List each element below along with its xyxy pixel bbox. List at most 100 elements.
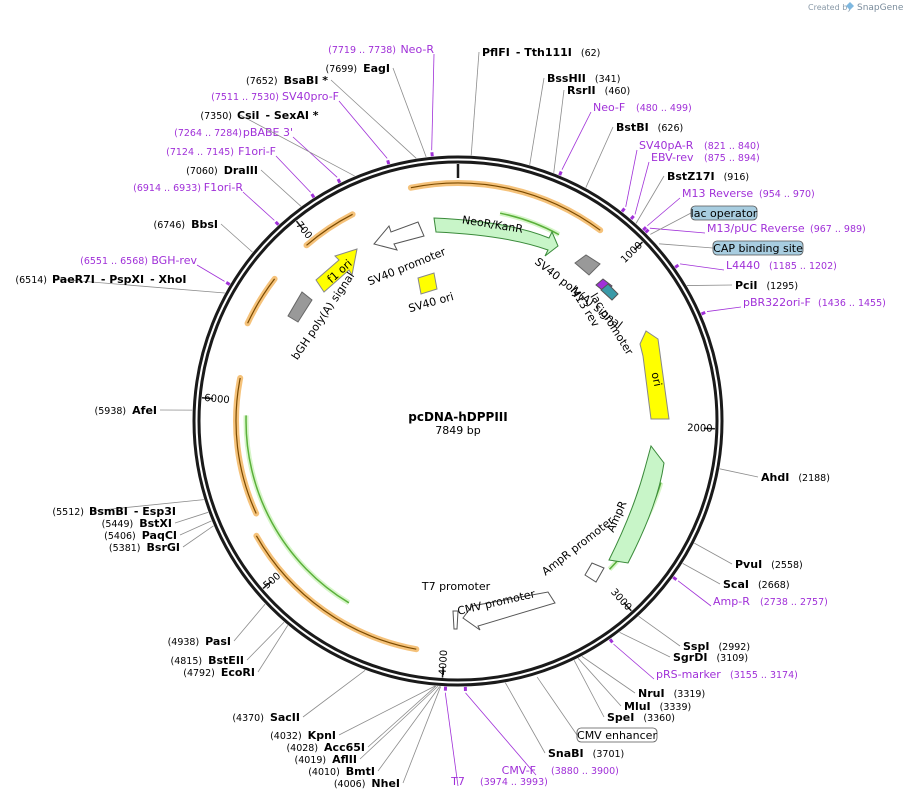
enzyme-label[interactable]: PasI bbox=[205, 635, 231, 648]
enzyme-position: (4006) bbox=[334, 779, 366, 790]
enzyme-label[interactable]: EcoRI bbox=[221, 666, 255, 679]
enzyme-label[interactable]: PvuI bbox=[735, 558, 762, 571]
enzyme-label[interactable]: AhdI bbox=[761, 471, 789, 484]
enzyme-label[interactable]: AflII bbox=[332, 753, 357, 766]
boxed-feature-label[interactable]: CMV enhancer bbox=[577, 729, 657, 742]
enzyme-leader-line bbox=[619, 631, 671, 658]
orf-arc-line bbox=[247, 278, 276, 324]
enzyme-position: (626) bbox=[658, 123, 684, 134]
primer-site-mark bbox=[620, 207, 626, 213]
primer-label[interactable]: Neo-R bbox=[400, 43, 434, 56]
primer-label[interactable]: BGH-rev bbox=[151, 254, 197, 267]
enzyme-label[interactable]: NheI bbox=[371, 777, 400, 790]
primer-label[interactable]: EBV-rev bbox=[651, 151, 694, 164]
enzyme-label[interactable]: BssHII bbox=[547, 72, 586, 85]
created-by-label: Created by bbox=[808, 3, 852, 12]
enzyme-position: (4370) bbox=[232, 713, 264, 724]
primer-site-mark bbox=[672, 576, 678, 581]
enzyme-position: (4815) bbox=[171, 656, 203, 667]
scale-tick bbox=[295, 220, 304, 231]
sv40-polya-box bbox=[574, 254, 601, 276]
enzyme-label[interactable]: MluI bbox=[624, 700, 651, 713]
enzyme-label[interactable]: - XhoI bbox=[150, 273, 186, 286]
scale-tick bbox=[634, 241, 643, 251]
enzyme-label[interactable]: SacII bbox=[270, 711, 300, 724]
enzyme-leader-line bbox=[260, 169, 302, 207]
enzyme-position: (4010) bbox=[308, 767, 340, 778]
enzyme-label[interactable]: ScaI bbox=[723, 578, 749, 591]
primer-label[interactable]: L4440 bbox=[726, 259, 760, 272]
primer-position: (7264 .. 7284) bbox=[174, 128, 242, 139]
enzyme-label[interactable]: BbsI bbox=[191, 218, 218, 231]
enzyme-label[interactable]: BstXI bbox=[139, 517, 172, 530]
enzyme-label[interactable]: KpnI bbox=[308, 729, 336, 742]
primer-label[interactable]: CMV-F bbox=[502, 764, 536, 777]
enzyme-label[interactable]: BsaBI * bbox=[284, 74, 329, 87]
enzyme-position: (2188) bbox=[798, 473, 830, 484]
enzyme-label[interactable]: PciI bbox=[735, 279, 757, 292]
enzyme-label[interactable]: BstEII bbox=[208, 654, 244, 667]
enzyme-label[interactable]: PaqCI bbox=[142, 529, 177, 542]
enzyme-label[interactable]: NruI bbox=[638, 687, 665, 700]
feature-label: SV40 ori bbox=[407, 290, 455, 315]
enzyme-label[interactable]: SspI bbox=[683, 640, 709, 653]
primer-label[interactable]: Amp-R bbox=[713, 595, 750, 608]
enzyme-label[interactable]: - Tth111I bbox=[516, 46, 572, 59]
enzyme-label[interactable]: - PspXI bbox=[101, 273, 144, 286]
primer-leader-line bbox=[679, 263, 725, 271]
primer-leader-line bbox=[338, 100, 388, 159]
enzyme-leader-line bbox=[179, 520, 212, 536]
boxed-feature-label[interactable]: CAP binding site bbox=[713, 242, 803, 255]
enzyme-label[interactable]: SnaBI bbox=[548, 747, 584, 760]
enzyme-position: (5512) bbox=[52, 507, 84, 518]
primer-label[interactable]: pRS-marker bbox=[656, 668, 721, 681]
enzyme-position: (2992) bbox=[718, 642, 750, 653]
primer-label[interactable]: F1ori-F bbox=[238, 145, 276, 158]
primer-label[interactable]: M13/pUC Reverse bbox=[707, 222, 805, 235]
enzyme-label[interactable]: DraIII bbox=[224, 164, 258, 177]
primer-leader-line bbox=[275, 155, 311, 193]
primer-label[interactable]: M13 Reverse bbox=[682, 187, 753, 200]
enzyme-label[interactable]: BstBI bbox=[616, 121, 649, 134]
enzyme-label[interactable]: CsiI bbox=[237, 109, 259, 122]
cmv-promoter-arrow bbox=[462, 591, 556, 631]
enzyme-leader-line bbox=[174, 511, 209, 524]
green-arc-line bbox=[245, 415, 350, 604]
enzyme-label[interactable]: PflFI bbox=[482, 46, 510, 59]
primer-label[interactable]: T7 bbox=[450, 775, 465, 788]
enzyme-label[interactable]: EagI bbox=[363, 62, 390, 75]
primer-leader-line bbox=[613, 643, 655, 680]
enzyme-label[interactable]: BsmBI bbox=[89, 505, 128, 518]
primer-label[interactable]: Neo-F bbox=[593, 101, 625, 114]
enzyme-leader-line bbox=[302, 669, 366, 718]
enzyme-label[interactable]: PaeR7I bbox=[52, 273, 95, 286]
orf-arc bbox=[244, 275, 278, 327]
bgh-polya-box bbox=[287, 291, 313, 323]
primer-label[interactable]: SV40pro-F bbox=[282, 90, 339, 103]
enzyme-label[interactable]: Acc65I bbox=[324, 741, 365, 754]
primer-leader-line bbox=[647, 197, 681, 227]
enzyme-position: (5449) bbox=[102, 519, 134, 530]
primer-position: (2738 .. 2757) bbox=[760, 597, 828, 608]
enzyme-label[interactable]: - SexAI * bbox=[265, 109, 318, 122]
enzyme-label[interactable]: RsrII bbox=[567, 84, 596, 97]
enzyme-label[interactable]: AfeI bbox=[132, 404, 157, 417]
primer-label[interactable]: pBABE 3' bbox=[243, 126, 293, 139]
enzyme-label[interactable]: SgrDI bbox=[673, 651, 707, 664]
primer-label[interactable]: SV40pA-R bbox=[639, 139, 694, 152]
primer-site-mark bbox=[642, 226, 648, 232]
orf-arc-line bbox=[410, 182, 601, 231]
boxed-feature-label[interactable]: lac operator bbox=[691, 207, 758, 220]
enzyme-label[interactable]: - Esp3I bbox=[134, 505, 176, 518]
enzyme-label[interactable]: BsrGI bbox=[147, 541, 180, 554]
enzyme-label[interactable]: SpeI bbox=[607, 711, 634, 724]
primer-label[interactable]: F1ori-R bbox=[204, 181, 244, 194]
boxed-feature-leader bbox=[659, 243, 714, 249]
enzyme-label[interactable]: BmtI bbox=[346, 765, 375, 778]
primer-leader-line bbox=[625, 149, 638, 207]
primer-leader-line bbox=[465, 692, 537, 776]
primer-label[interactable]: pBR322ori-F bbox=[743, 296, 811, 309]
enzyme-position: (62) bbox=[581, 48, 601, 59]
enzyme-label[interactable]: BstZ17I bbox=[667, 170, 715, 183]
